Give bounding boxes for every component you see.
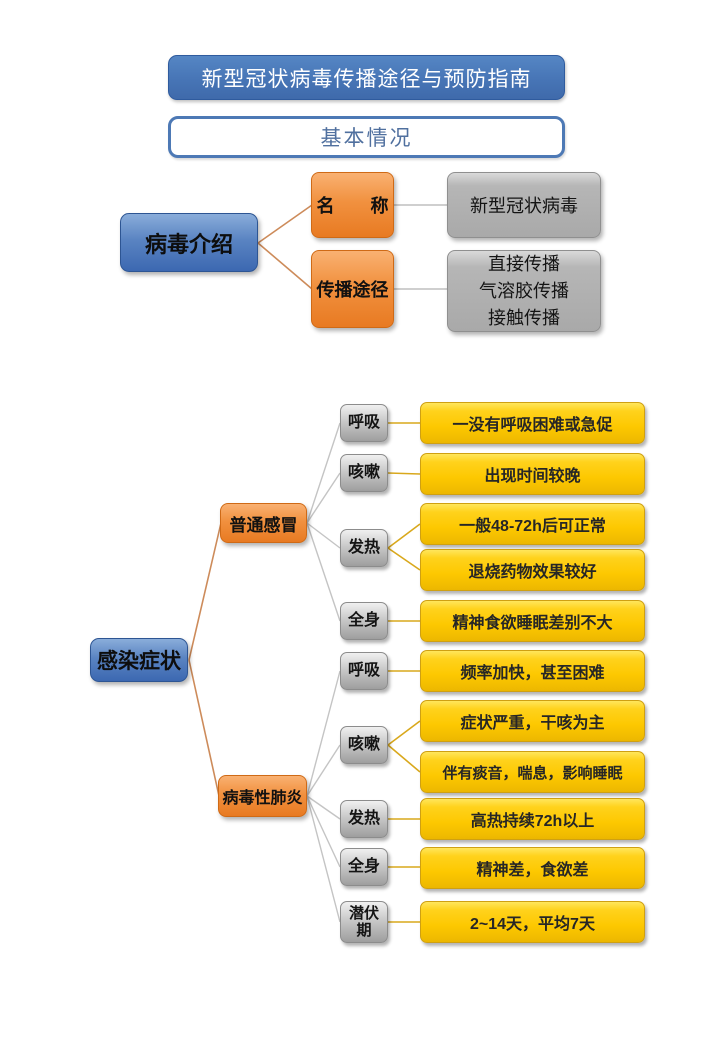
route-value: 直接传播 [488,253,560,274]
connector-line [188,522,222,661]
section-header-basic-info: 基本情况 [168,116,565,158]
node-symptom: 潜伏期 [340,901,388,943]
node-virus-intro: 病毒介绍 [120,213,258,272]
connector-line [257,204,313,244]
node-symptom: 呼吸 [340,652,388,690]
connector-line [306,670,341,797]
connector-line [306,795,341,923]
symptom-note: 退烧药物效果较好 [420,549,645,591]
page-title: 新型冠状病毒传播途径与预防指南 [168,55,565,100]
symptom-note: 频率加快，甚至困难 [420,650,645,692]
symptom-note: 出现时间较晚 [420,453,645,495]
symptom-note: 高热持续72h以上 [420,798,645,840]
node-infection-symptoms: 感染症状 [90,638,188,682]
symptom-note: 伴有痰音，喘息，影响睡眠 [420,751,645,793]
connector-line [306,522,341,549]
node-viral-pneumonia: 病毒性肺炎 [218,775,307,817]
node-symptom: 全身 [340,848,388,886]
route-value: 气溶胶传播 [479,280,569,301]
node-symptom: 发热 [340,800,388,838]
connector-line [188,659,220,797]
node-symptom: 发热 [340,529,388,567]
node-symptom: 咳嗽 [340,454,388,492]
connector-line [387,472,421,475]
symptom-note: 症状严重，干咳为主 [420,700,645,742]
connector-line [306,472,341,524]
route-value: 接触传播 [488,307,560,328]
connector-line [306,522,341,622]
symptom-note: 一没有呼吸困难或急促 [420,402,645,444]
node-name: 名 称 [311,172,394,238]
node-symptom: 全身 [340,602,388,640]
connector-line [387,547,421,571]
connector-line [257,242,313,290]
node-name-value: 新型冠状病毒 [447,172,601,238]
connector-line [387,523,421,549]
symptom-note: 2~14天，平均7天 [420,901,645,943]
connector-line [306,422,341,524]
connector-line [387,744,421,773]
symptom-note: 一般48-72h后可正常 [420,503,645,545]
symptom-note: 精神食欲睡眠差别不大 [420,600,645,642]
connector-line [306,744,341,797]
connector-line [306,795,341,868]
symptom-note: 精神差，食欲差 [420,847,645,889]
node-transmission-route-values: 直接传播 气溶胶传播 接触传播 [447,250,601,332]
node-transmission-route: 传播途径 [311,250,394,328]
node-symptom: 呼吸 [340,404,388,442]
connector-line [387,720,421,746]
connector-line [306,795,341,820]
node-common-cold: 普通感冒 [220,503,307,543]
node-symptom: 咳嗽 [340,726,388,764]
